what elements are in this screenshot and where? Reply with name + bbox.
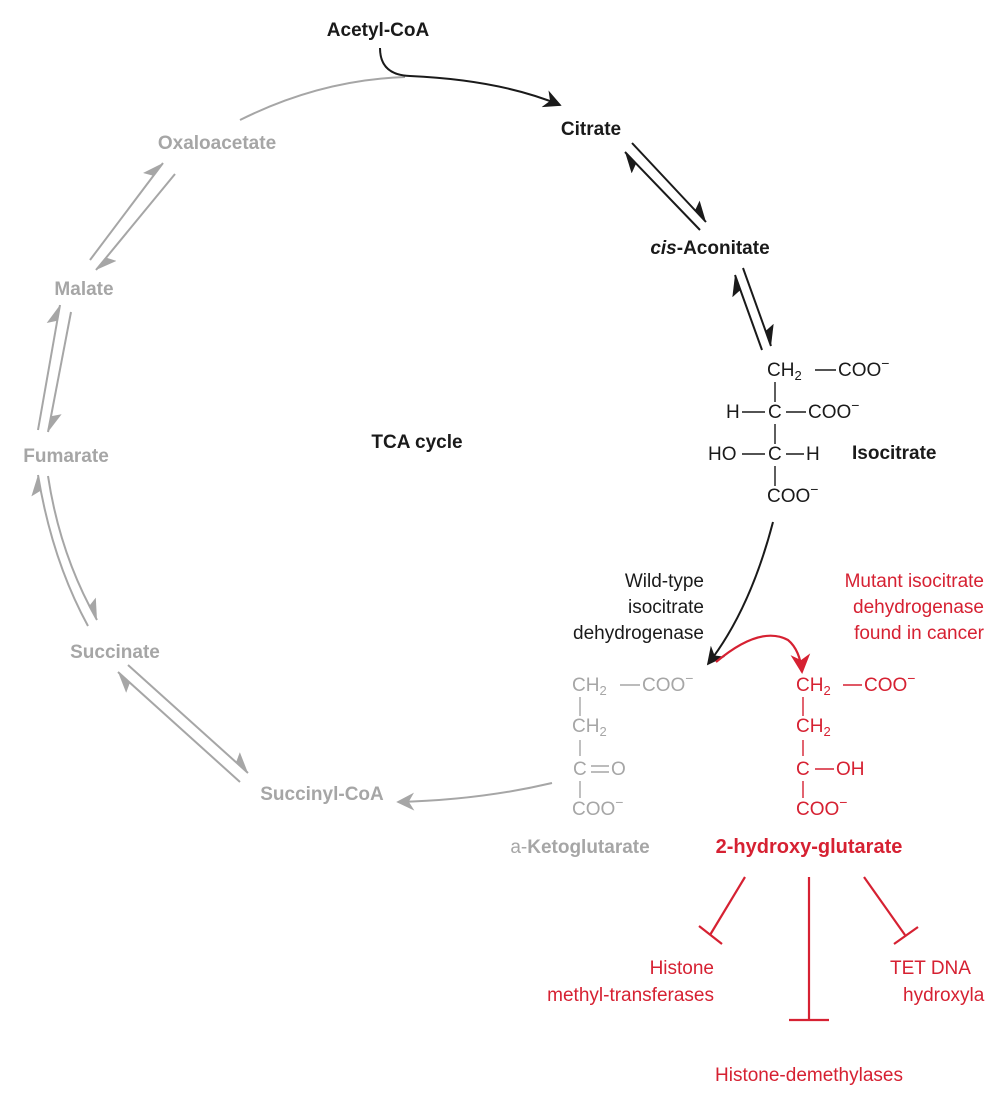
arrow-fumarate-to-succinate bbox=[47, 475, 98, 621]
fumarate-label: Fumarate bbox=[23, 446, 109, 467]
arrow-succinate-to-succinylcoa bbox=[127, 664, 249, 774]
mutant-line-1: Mutant isocitrate bbox=[845, 571, 984, 592]
product-label: 2-hydroxy-glutarate bbox=[716, 836, 903, 858]
cis-aconitate-label: cis-Aconitate bbox=[650, 238, 769, 259]
mutant-enzyme-label: Mutant isocitrate dehydrogenase found in… bbox=[845, 571, 985, 644]
methyltransferases-line-2: methyl-transferases bbox=[547, 985, 714, 1006]
twohg-coo-top: COO− bbox=[864, 670, 915, 696]
arrow-citrate-to-aconitate bbox=[631, 142, 707, 223]
mutant-line-2: dehydrogenase bbox=[853, 597, 984, 618]
succinyl-coa-label: Succinyl-CoA bbox=[260, 784, 384, 805]
akg-ch2-top: CH2 bbox=[572, 675, 607, 698]
inhibit-methyltransferases-bar bbox=[698, 925, 723, 945]
iso-coo-2: COO− bbox=[808, 397, 859, 423]
akg-c: C bbox=[573, 759, 587, 780]
cycle-black-arrows bbox=[379, 47, 774, 666]
twohg-ch2-top: CH2 bbox=[796, 675, 831, 698]
arrow-mutant-to-2hg bbox=[715, 634, 811, 674]
akg-coo-top: COO− bbox=[642, 670, 693, 696]
arrow-succinylcoa-to-succinate bbox=[117, 671, 241, 783]
iso-coo-3: COO− bbox=[767, 481, 818, 507]
target-tet: TET DNA hydroxyla bbox=[890, 958, 985, 1006]
arrow-aconitate-to-isocitrate bbox=[742, 267, 774, 347]
akg-structure: CH2 COO− CH2 C O COO− bbox=[572, 670, 693, 820]
malate-label: Malate bbox=[54, 279, 113, 300]
target-demethylases: Histone-demethylases bbox=[715, 1065, 903, 1086]
arrow-malate-to-oxaloacetate bbox=[89, 162, 164, 261]
inhibition-lines bbox=[698, 876, 919, 1022]
iso-h-left: H bbox=[726, 402, 740, 423]
arrow-akg-to-succinylcoa bbox=[396, 782, 553, 811]
twohg-c: C bbox=[796, 759, 810, 780]
wild-type-enzyme-label: Wild-type isocitrate dehydrogenase bbox=[573, 571, 704, 644]
inhibit-tet-line bbox=[863, 876, 906, 936]
oxaloacetate-label: Oxaloacetate bbox=[158, 133, 276, 154]
arrow-fumarate-to-malate bbox=[37, 304, 61, 431]
acetyl-coa-label: Acetyl-CoA bbox=[327, 20, 430, 41]
iso-ch2: CH2 bbox=[767, 360, 802, 383]
iso-coo-1: COO− bbox=[838, 355, 889, 381]
arrow-aconitate-to-citrate bbox=[624, 151, 701, 231]
akg-coo-bottom: COO− bbox=[572, 794, 623, 820]
methyltransferases-line-1: Histone bbox=[650, 958, 714, 979]
target-methyltransferases: Histone methyl-transferases bbox=[547, 958, 714, 1006]
twohg-ch2-mid: CH2 bbox=[796, 716, 831, 739]
akg-o: O bbox=[611, 759, 626, 780]
iso-ho: HO bbox=[708, 444, 737, 465]
arrow-oxaloacetate-to-malate bbox=[95, 173, 176, 271]
wild-type-line-3: dehydrogenase bbox=[573, 623, 704, 644]
mutant-line-3: found in cancer bbox=[854, 623, 985, 644]
tet-line-1: TET DNA bbox=[890, 958, 971, 979]
twohg-structure: CH2 COO− CH2 C OH COO− bbox=[796, 670, 915, 820]
arc-oxaloacetate-citrate bbox=[239, 76, 406, 121]
wild-type-line-2: isocitrate bbox=[628, 597, 704, 618]
cycle-gray-arcs bbox=[31, 76, 553, 811]
isocitrate-label: Isocitrate bbox=[852, 443, 936, 464]
arrow-isocitrate-to-aconitate bbox=[732, 274, 763, 351]
isocitrate-structure: CH2 COO− H C COO− HO C H COO− bbox=[708, 355, 889, 507]
tca-cycle-label: TCA cycle bbox=[371, 432, 462, 453]
citrate-label: Citrate bbox=[561, 119, 621, 140]
tet-line-2: hydroxyla bbox=[903, 985, 985, 1006]
arrow-acetylcoa-to-citrate bbox=[379, 47, 562, 108]
twohg-coo-bottom: COO− bbox=[796, 794, 847, 820]
inhibit-tet-bar bbox=[893, 926, 919, 945]
akg-label: a-Ketoglutarate bbox=[510, 837, 649, 858]
iso-h-right: H bbox=[806, 444, 820, 465]
iso-c-2: C bbox=[768, 444, 782, 465]
arrow-malate-to-fumarate bbox=[47, 311, 72, 433]
succinate-label: Succinate bbox=[70, 642, 160, 663]
twohg-oh: OH bbox=[836, 759, 865, 780]
inhibit-methyltransferases-line bbox=[709, 876, 746, 936]
akg-ch2-mid: CH2 bbox=[572, 716, 607, 739]
wild-type-line-1: Wild-type bbox=[625, 571, 704, 592]
iso-c-1: C bbox=[768, 402, 782, 423]
arrow-succinate-to-fumarate bbox=[31, 474, 89, 627]
arrow-isocitrate-to-akg bbox=[706, 521, 774, 666]
